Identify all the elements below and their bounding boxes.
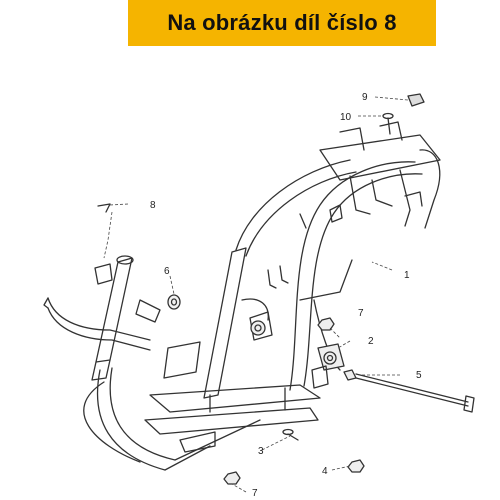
part-8-clip — [97, 203, 111, 213]
part-7-lower-nut — [223, 471, 241, 485]
floor-frame — [144, 384, 321, 471]
highlight-banner: Na obrázku díl číslo 8 — [128, 0, 436, 46]
front-bracket — [43, 263, 161, 351]
callout-7-lower: 7 — [252, 488, 258, 499]
part-9-clip — [407, 93, 425, 107]
callout-4: 4 — [322, 466, 328, 477]
callout-3: 3 — [258, 446, 264, 457]
part-10-bolt — [382, 112, 394, 135]
callout-1: 1 — [404, 270, 410, 281]
callout-2: 2 — [368, 336, 374, 347]
callout-10: 10 — [340, 112, 352, 123]
callout-8: 8 — [150, 200, 156, 211]
frame-hooks — [267, 213, 307, 289]
part-3-bolt — [282, 428, 299, 441]
callout-7-upper: 7 — [358, 308, 364, 319]
part-6-bushing — [167, 294, 181, 310]
spine-bushing — [250, 320, 266, 336]
front-down-tubes — [83, 367, 176, 471]
upper-rear-frame — [319, 121, 441, 229]
callout-9: 9 — [362, 92, 368, 103]
callout-6: 6 — [164, 266, 170, 277]
part-2-mount — [311, 343, 345, 389]
part-7-upper-nut — [317, 317, 335, 331]
callout-5: 5 — [416, 370, 422, 381]
part-4-nut — [347, 459, 365, 473]
steering-head — [91, 255, 134, 381]
rear-frame-tubes — [235, 159, 423, 391]
part-5-bolt — [343, 369, 475, 413]
